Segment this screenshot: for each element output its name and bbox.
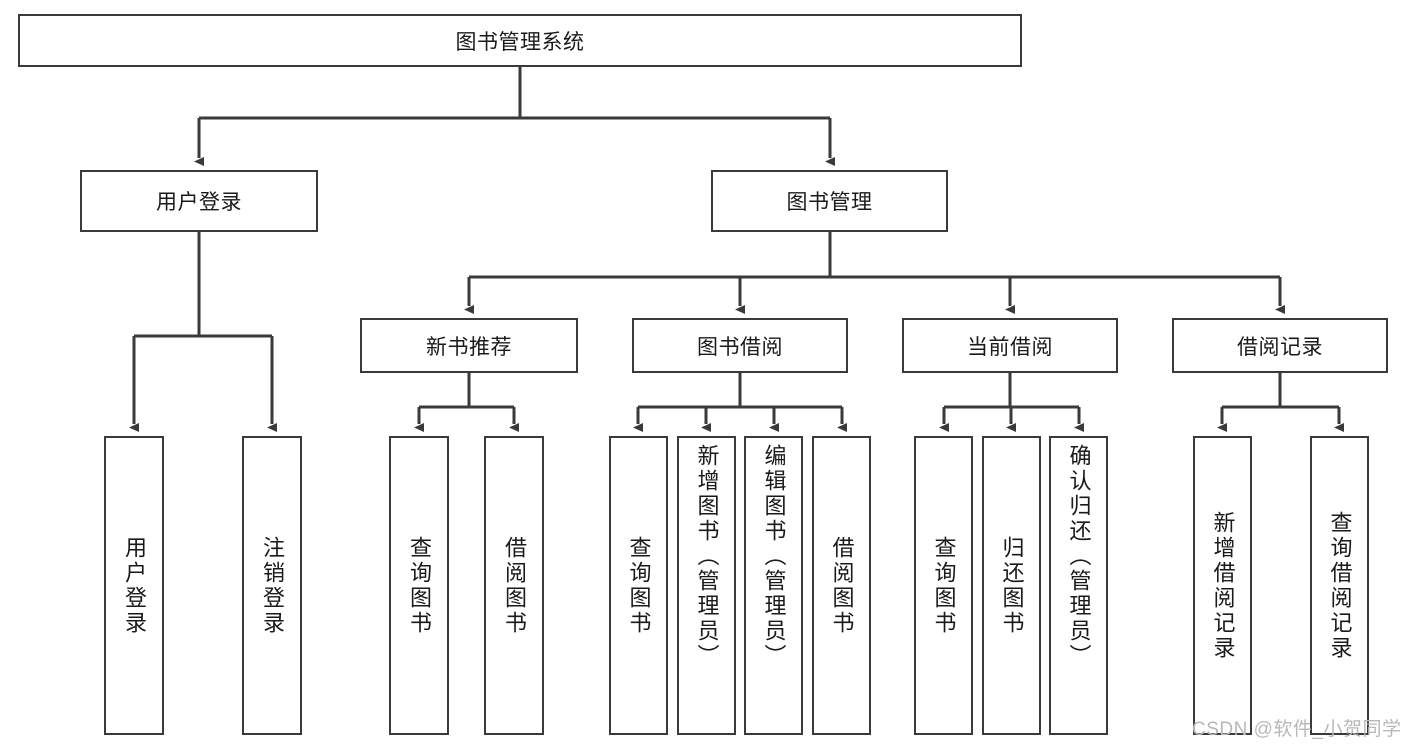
leaf-label: 新增借阅记录 xyxy=(1210,510,1236,661)
leaf-confirm-return[interactable]: 确认归还（管理员） xyxy=(1049,436,1108,735)
leaf-label: 确认归还（管理员） xyxy=(1066,444,1092,669)
leaf-query-book-3[interactable]: 查询图书 xyxy=(914,436,973,735)
leaf-query-book-2[interactable]: 查询图书 xyxy=(609,436,668,735)
leaf-edit-book-admin[interactable]: 编辑图书（管理员） xyxy=(744,436,803,735)
leaf-label: 新增图书（管理员） xyxy=(694,444,720,669)
leaf-label: 查询图书 xyxy=(626,535,652,636)
node-root-system[interactable]: 图书管理系统 xyxy=(18,14,1022,67)
leaf-query-borrow-record[interactable]: 查询借阅记录 xyxy=(1310,436,1369,735)
leaf-user-login[interactable]: 用户登录 xyxy=(104,436,164,735)
leaf-label: 归还图书 xyxy=(999,535,1025,636)
leaf-add-borrow-record[interactable]: 新增借阅记录 xyxy=(1193,436,1252,735)
node-new-book-recommend[interactable]: 新书推荐 xyxy=(360,318,578,373)
csdn-watermark: CSDN @软件_小贺同学 xyxy=(1192,719,1402,740)
leaf-query-book-1[interactable]: 查询图书 xyxy=(389,436,449,735)
leaf-borrow-book-1[interactable]: 借阅图书 xyxy=(484,436,544,735)
node-user-login[interactable]: 用户登录 xyxy=(80,170,318,232)
node-book-manage[interactable]: 图书管理 xyxy=(711,170,948,232)
leaf-label: 查询借阅记录 xyxy=(1327,510,1353,661)
leaf-label: 查询图书 xyxy=(407,535,432,636)
leaf-borrow-book-2[interactable]: 借阅图书 xyxy=(812,436,871,735)
node-borrow-record[interactable]: 借阅记录 xyxy=(1172,318,1388,373)
node-current-borrow[interactable]: 当前借阅 xyxy=(902,318,1118,373)
node-book-borrow[interactable]: 图书借阅 xyxy=(632,318,848,373)
leaf-logout-login[interactable]: 注销登录 xyxy=(242,436,302,735)
leaf-label: 借阅图书 xyxy=(502,535,527,636)
leaf-label: 查询图书 xyxy=(931,535,957,636)
leaf-label: 用户登录 xyxy=(122,535,147,636)
leaf-return-book[interactable]: 归还图书 xyxy=(982,436,1041,735)
leaf-add-book-admin[interactable]: 新增图书（管理员） xyxy=(677,436,736,735)
leaf-label: 注销登录 xyxy=(260,535,285,636)
leaf-label: 借阅图书 xyxy=(829,535,855,636)
leaf-label: 编辑图书（管理员） xyxy=(761,444,787,669)
